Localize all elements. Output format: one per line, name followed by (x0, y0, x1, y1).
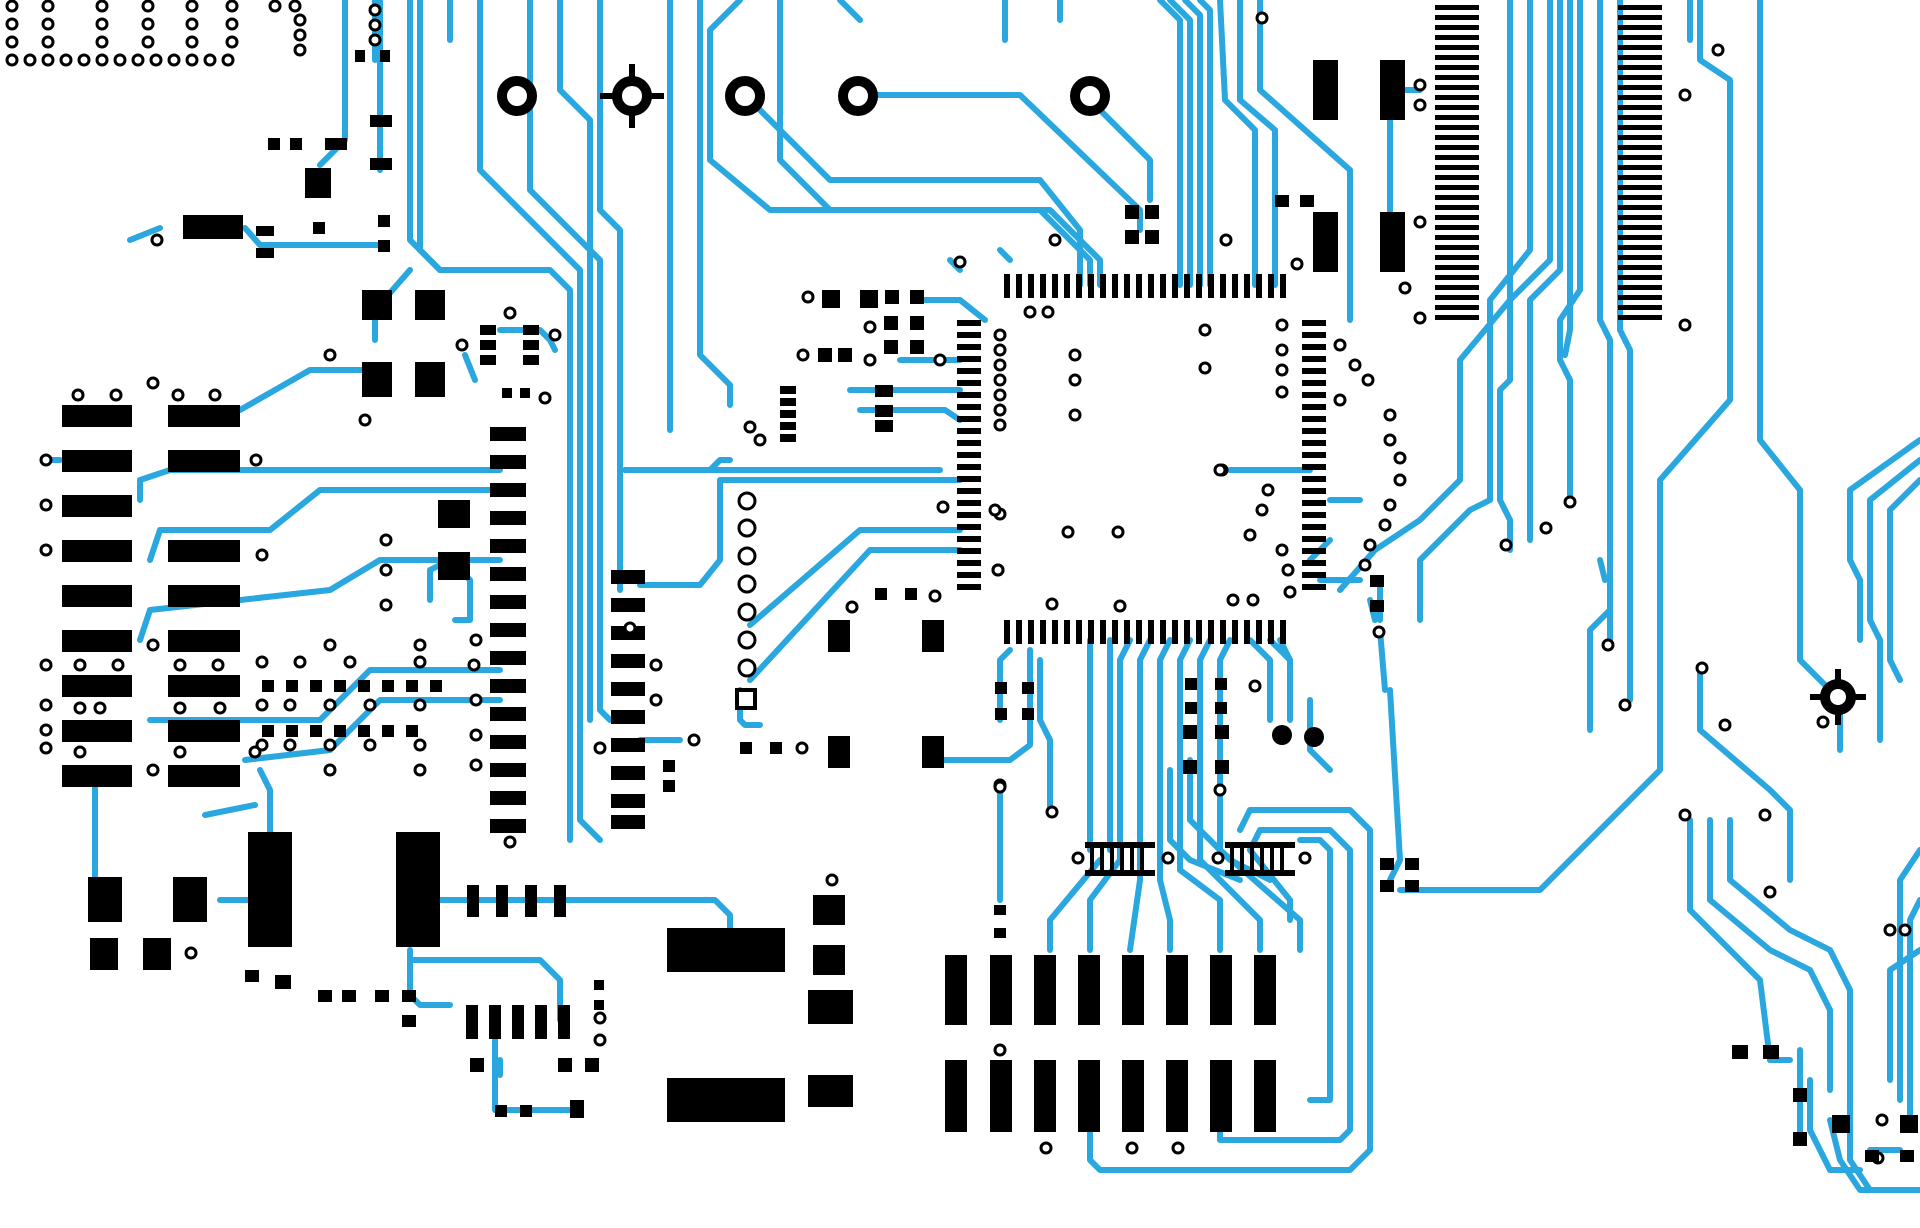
pins-top (1004, 274, 1286, 298)
via-grid-top-left (5, 0, 382, 67)
pins-bottom (1004, 620, 1286, 644)
connector-top (1435, 5, 1479, 320)
sot-pair (1071, 842, 1312, 876)
mount-hole-1 (497, 76, 537, 116)
resistor-array-left (255, 638, 481, 777)
header-column (735, 491, 809, 755)
fiducial-top (600, 64, 664, 128)
mount-hole-2 (725, 76, 765, 116)
mount-hole-3 (838, 76, 878, 116)
ic-left-dual (62, 405, 240, 787)
resistor-network-top (945, 955, 1276, 1025)
connector-right (1618, 5, 1662, 320)
traces (47, 0, 1920, 1193)
main-chip-qfp (936, 274, 1326, 644)
resistor-network-bottom (945, 1060, 1276, 1132)
copper (5, 0, 1918, 1165)
mount-hole-4 (1070, 76, 1110, 116)
vias-chip-right (988, 318, 1407, 599)
vias-left-ic (39, 376, 269, 777)
ic-soic-left (379, 427, 526, 849)
pins-right (1302, 320, 1326, 590)
fiducial-right (1810, 669, 1866, 725)
ic-soic-mid (593, 570, 701, 829)
pins-left (957, 320, 981, 590)
